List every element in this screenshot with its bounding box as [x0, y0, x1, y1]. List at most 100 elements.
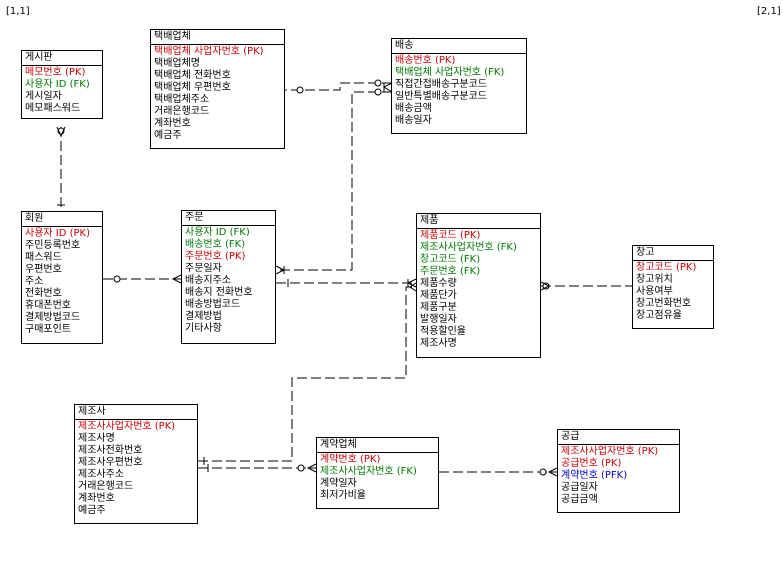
- attribute-fk: 제조사사업자번호 (FK): [320, 466, 417, 477]
- entity-name: 주문: [182, 211, 275, 226]
- optional-marker-delivery-b: [374, 88, 382, 96]
- attribute-plain: 게시일자: [25, 91, 62, 102]
- attribute-pk: 계약번호 (PK): [320, 454, 381, 465]
- attribute-plain: 주민등록번호: [25, 240, 81, 251]
- entity-name: 회원: [22, 212, 102, 227]
- attribute-plain: 제조사명: [78, 433, 115, 444]
- attribute-pfk: 계약번호 (PFK): [561, 470, 628, 481]
- attribute-plain: 주소: [25, 276, 44, 287]
- attribute-plain: 공급일자: [561, 482, 598, 493]
- crowfoot-order: [275, 265, 286, 275]
- entity-name: 계약업체: [317, 438, 438, 453]
- optional-marker-delivery-a: [374, 79, 382, 87]
- attribute-fk: 사용자 ID (FK): [185, 227, 250, 238]
- optional-marker-courier: [296, 86, 304, 94]
- attribute-plain: 주문일자: [185, 263, 222, 274]
- attribute-plain: 메모패스워드: [25, 103, 81, 114]
- attribute-plain: 제품수량: [420, 278, 457, 289]
- attribute-plain: 공급금액: [561, 494, 598, 505]
- attribute-plain: 배송일자: [395, 115, 432, 126]
- attribute-plain: 창고위치: [636, 274, 673, 285]
- attribute-plain: 택배업체주소: [154, 94, 210, 105]
- attribute-plain: 사용여부: [636, 286, 673, 297]
- crowfoot-product-maker: [409, 282, 417, 292]
- crowfoot-product-warehouse: [540, 281, 551, 291]
- attribute-plain: 창고번화번호: [636, 298, 692, 309]
- attribute-plain: 계좌번호: [78, 493, 115, 504]
- attribute-pk: 배송번호 (PK): [395, 55, 456, 66]
- attribute-plain: 예금주: [154, 130, 182, 141]
- attribute-pk: 공급번호 (PK): [561, 458, 622, 469]
- attribute-plain: 구매포인트: [25, 324, 71, 335]
- crowfoot-contractor: [306, 463, 317, 473]
- attribute-pk: 창고코드 (PK): [636, 262, 697, 273]
- entity-name: 공급: [558, 430, 679, 445]
- attribute-plain: 계약일자: [320, 478, 357, 489]
- page-label-right: [2,1]: [757, 6, 781, 17]
- attribute-pk: 주문번호 (PK): [185, 251, 246, 262]
- entity-name: 택배업체: [151, 30, 284, 45]
- attribute-pk: 메모번호 (PK): [25, 67, 86, 78]
- crowfoot-product-order: [406, 278, 417, 288]
- page-label-left: [1,1]: [6, 6, 30, 17]
- attribute-plain: 배송지 전화번호: [185, 287, 253, 298]
- optional-marker-supply: [539, 468, 547, 476]
- attribute-plain: 배송지주소: [185, 275, 231, 286]
- optional-marker-contractor: [297, 464, 305, 472]
- attribute-fk: 택배업체 사업자번호 (FK): [395, 67, 505, 78]
- attribute-plain: 계좌번호: [154, 118, 191, 129]
- attribute-plain: 거래은행코드: [78, 481, 134, 492]
- attribute-list: 제품코드 (PK)제조사사업자번호 (FK)창고코드 (FK)주문번호 (FK)…: [417, 229, 540, 352]
- attribute-plain: 제조사주소: [78, 469, 124, 480]
- entity-name: 제조사: [75, 405, 197, 420]
- attribute-pk: 제조사사업자번호 (PK): [561, 446, 659, 457]
- attribute-plain: 휴대폰번호: [25, 300, 71, 311]
- attribute-fk: 제조사사업자번호 (FK): [420, 242, 517, 253]
- crowfoot-board: [56, 126, 66, 138]
- entity-name: 제품: [417, 214, 540, 229]
- entity-name: 배송: [392, 39, 526, 54]
- rel-delivery-order: [276, 91, 392, 271]
- attribute-fk: 주문번호 (FK): [420, 266, 481, 277]
- entity-name: 게시판: [22, 51, 102, 66]
- attribute-plain: 창고점유율: [636, 310, 682, 321]
- attribute-plain: 제조사전화번호: [78, 445, 143, 456]
- attribute-plain: 배송방법코드: [185, 299, 241, 310]
- attribute-fk: 사용자 ID (FK): [25, 79, 90, 90]
- attribute-plain: 발행일자: [420, 314, 457, 325]
- attribute-plain: 패스워드: [25, 252, 62, 263]
- attribute-plain: 제품구분: [420, 302, 457, 313]
- optional-marker-member: [113, 275, 121, 283]
- attribute-fk: 배송번호 (FK): [185, 239, 246, 250]
- attribute-plain: 제조사우편번호: [78, 457, 143, 468]
- attribute-pk: 택배업체 사업자번호 (PK): [154, 46, 264, 57]
- attribute-plain: 택배업체 우편번호: [154, 82, 231, 93]
- attribute-plain: 결제방법: [185, 311, 222, 322]
- attribute-plain: 적용할인율: [420, 326, 466, 337]
- attribute-fk: 창고코드 (FK): [420, 254, 481, 265]
- attribute-plain: 기타사항: [185, 323, 222, 334]
- attribute-pk: 제품코드 (PK): [420, 230, 481, 241]
- attribute-plain: 일반특별배송구분코드: [395, 91, 487, 102]
- attribute-plain: 배송금액: [395, 103, 432, 114]
- crowfoot-delivery: [382, 82, 393, 93]
- attribute-pk: 사용자 ID (PK): [25, 228, 90, 239]
